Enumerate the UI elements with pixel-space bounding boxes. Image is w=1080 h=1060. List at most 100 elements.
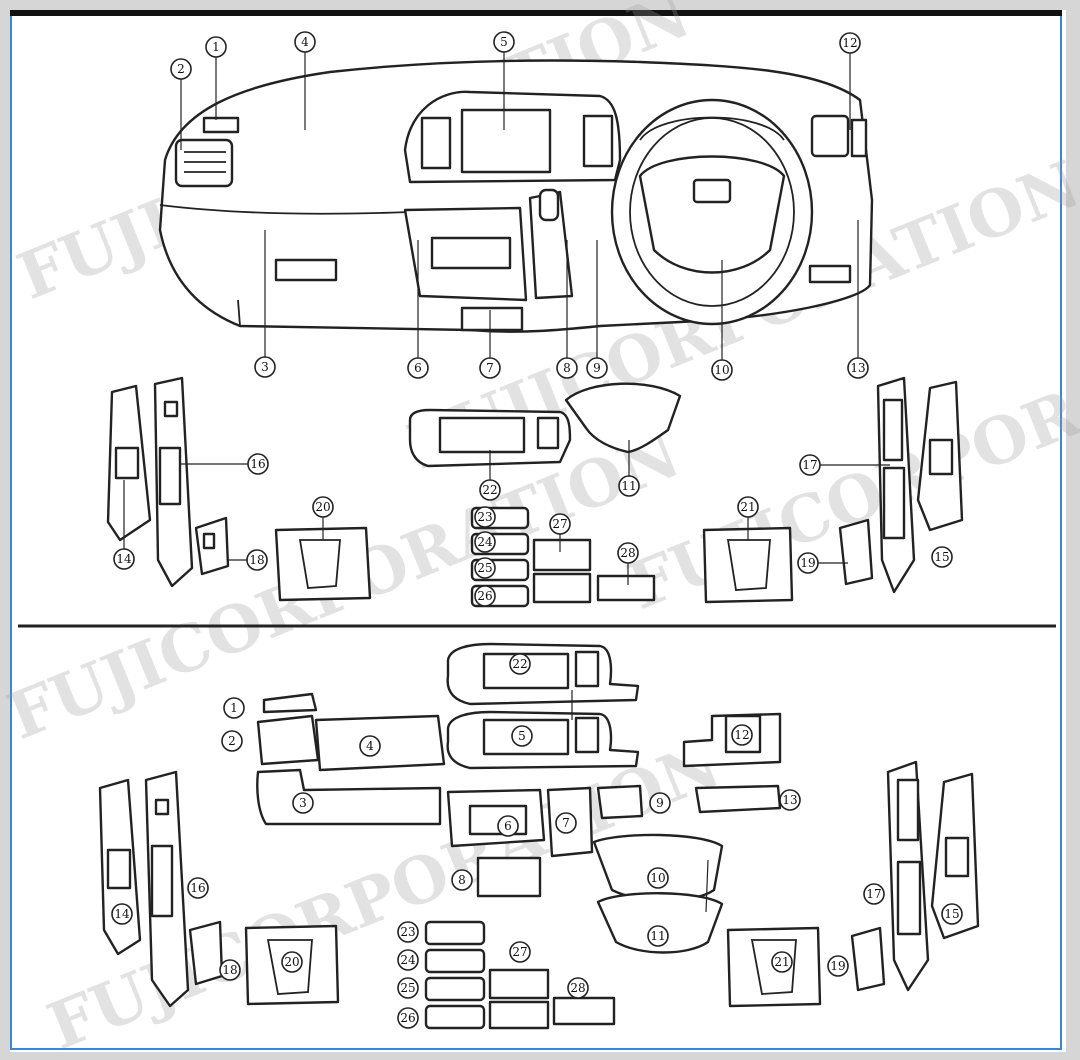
top-callout-number: 11 (621, 479, 636, 493)
bottom-callout-circle (219, 959, 241, 981)
window-top-bar (10, 10, 1062, 16)
top-callout-circle (479, 479, 501, 501)
right-lower-switch (808, 264, 852, 284)
glovebox-edge (237, 299, 241, 327)
top-callout-circle (847, 357, 869, 379)
bottom-callout-circle (111, 903, 133, 925)
top-callout-number: 6 (414, 361, 422, 375)
bottom-callout-circle (509, 653, 531, 675)
shift-bezel-20-opening (266, 939, 313, 995)
top-callout-circle (618, 475, 640, 497)
top-callout-circle (474, 506, 496, 528)
bottom-callout-number: 25 (400, 981, 415, 995)
bottom-callout-number: 14 (114, 907, 130, 921)
top-callout-number: 10 (714, 363, 729, 377)
top-callout-circle (312, 496, 334, 518)
bottom-callout-number: 15 (944, 907, 959, 921)
bottom-callout-circle (511, 725, 533, 747)
right-front-window-switch-17 (896, 860, 922, 936)
steering-hub (638, 155, 786, 274)
top-callout-circle (556, 357, 578, 379)
left-air-vent (174, 138, 234, 188)
top-callout-circle (493, 31, 515, 53)
mirror-switch-panel-18 (188, 920, 224, 986)
leader-line (705, 859, 709, 913)
top-callout-circle (617, 542, 639, 564)
bottom-callout-number: 2 (228, 734, 236, 748)
bottom-callout-circle (292, 792, 314, 814)
left-front-lock-16 (154, 798, 170, 816)
top-callout-circle (294, 31, 316, 53)
bottom-callout-number: 18 (222, 963, 237, 977)
right-front-switch-cluster-17 (896, 778, 920, 842)
top-callout-number: 14 (116, 552, 132, 566)
top-callout-circle (797, 552, 819, 574)
center-trim-side-opening (536, 416, 560, 450)
top-callout-circle (474, 557, 496, 579)
top-callout-circle (549, 513, 571, 535)
window-frame-left (0, 0, 10, 1060)
bottom-callout-circle (567, 977, 589, 999)
bottom-callout-circle (771, 951, 793, 973)
bottom-callout-circle (555, 812, 577, 834)
top-callout-number: 13 (850, 361, 865, 375)
vent-frame-2 (256, 714, 320, 766)
switch-trim-24-b (424, 948, 486, 974)
bottom-callout-number: 9 (656, 796, 664, 810)
bottom-callout-circle (397, 921, 419, 943)
bottom-callout-circle (451, 869, 473, 891)
glovebox-handle (274, 258, 338, 282)
shift-bezel-right-opening (726, 539, 771, 591)
top-callout-circle (799, 454, 821, 476)
center-left-vent (420, 116, 452, 170)
lower-panel-8 (476, 856, 542, 898)
center-panel-5-side (574, 716, 600, 754)
lower-dash-panel-3 (256, 768, 442, 826)
top-callout-number: 7 (486, 361, 494, 375)
right-rear-window-switch-15 (944, 836, 970, 878)
top-diagram (106, 59, 964, 608)
bottom-callout-number: 11 (650, 929, 665, 943)
shift-knob (538, 188, 560, 222)
left-front-window-switch-16 (150, 844, 174, 918)
bottom-callout-number: 28 (570, 981, 585, 995)
top-callout-number: 23 (477, 510, 492, 524)
vent-cover-1 (262, 692, 318, 714)
center-panel-22-side (574, 650, 600, 688)
top-callout-circle (205, 36, 227, 58)
top-callout-circle (931, 546, 953, 568)
bottom-callout-circle (397, 977, 419, 999)
switch-trim-27-b (488, 968, 550, 1000)
right-vent-switch (850, 118, 868, 158)
window-frame-top (0, 0, 1080, 10)
switch-panel-9 (596, 784, 644, 820)
center-right-vent (582, 114, 614, 168)
bottom-callout-number: 23 (400, 925, 415, 939)
top-callout-circle (170, 58, 192, 80)
bottom-callout-circle (497, 815, 519, 837)
top-callout-circle (254, 356, 276, 378)
switch-trim-28-b (552, 996, 616, 1026)
left-rear-window-switch-14 (106, 848, 132, 890)
bottom-callout-number: 7 (562, 816, 570, 830)
top-callout-number: 20 (315, 500, 330, 514)
top-callout-circle (737, 496, 759, 518)
top-callout-circle (479, 357, 501, 379)
right-rear-window-switch (928, 438, 954, 476)
top-callout-circle (711, 359, 733, 381)
right-front-switch-cluster (882, 398, 904, 462)
bottom-callout-circle (397, 949, 419, 971)
left-mirror-switch (202, 532, 216, 550)
bottom-callout-number: 22 (512, 657, 527, 671)
bottom-callout-circle (221, 730, 243, 752)
switch-trim-27-b-lower (488, 1000, 550, 1030)
bottom-callout-circle (647, 925, 669, 947)
switch-trim-28 (596, 574, 656, 602)
right-air-vent (810, 114, 850, 158)
window-frame-right (1066, 0, 1080, 1060)
top-callout-number: 22 (482, 483, 497, 497)
lower-switch-13 (694, 784, 782, 814)
top-callout-number: 1 (212, 40, 220, 54)
